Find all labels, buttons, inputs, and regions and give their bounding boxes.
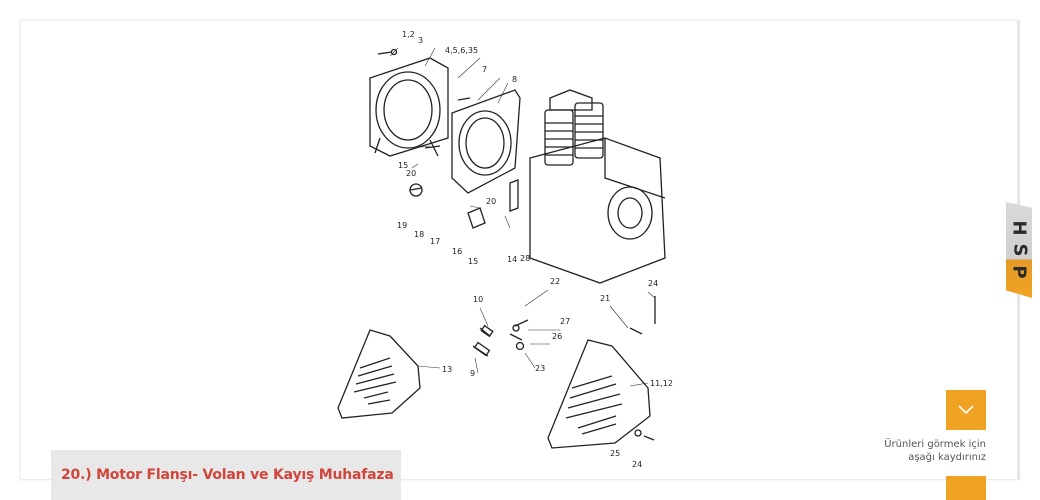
part-label: 24 <box>632 460 642 469</box>
caption-title: 20.) Motor Flanşı- Volan ve Kayış Muhafa… <box>61 467 394 483</box>
part-label: 20 <box>486 197 496 206</box>
bracket-16 <box>467 207 486 229</box>
part-label: 22 <box>550 277 560 286</box>
scroll-down-button[interactable] <box>946 390 986 430</box>
part-label: 26 <box>552 332 562 341</box>
part-label: 23 <box>535 364 545 373</box>
part-label: 21 <box>600 294 610 303</box>
part-label: 25 <box>610 449 620 458</box>
part-label: 16 <box>452 247 462 256</box>
part-label: 18 <box>414 230 424 239</box>
scroll-hint-line: Ürünleri görmek için <box>884 439 986 450</box>
belt-guard-left <box>337 329 421 419</box>
part-label: 11,12 <box>650 379 673 388</box>
diagram-caption: 20.) Motor Flanşı- Volan ve Kayış Muhafa… <box>51 450 401 500</box>
exploded-parts-diagram: 1,2 3 4,5,6,35 7 8 15 20 19 18 17 16 15 … <box>330 28 690 472</box>
engine-block <box>529 89 666 284</box>
part-label: 14 <box>507 255 517 264</box>
bracket-14 <box>509 179 519 212</box>
part-label: 24 <box>648 279 658 288</box>
part-label: 9 <box>470 369 475 378</box>
part-label: 10 <box>473 295 483 304</box>
brand-side-tab[interactable]: H S P <box>1006 202 1032 298</box>
part-label: 8 <box>512 75 517 84</box>
flywheel-housing <box>369 57 449 157</box>
part-label: 15 <box>468 257 478 266</box>
part-label: 4,5,6,35 <box>445 46 478 55</box>
part-label: 15 <box>398 161 408 170</box>
brand-letter: S <box>1009 243 1030 257</box>
scroll-hint: Ürünleri görmek için aşağı kaydırınız <box>860 438 986 464</box>
engine-diagram-svg: 1,2 3 4,5,6,35 7 8 15 20 19 18 17 16 15 … <box>337 30 673 469</box>
chevron-down-icon <box>958 405 974 415</box>
part-label: 3 <box>418 36 423 45</box>
part-label: 20 <box>406 169 416 178</box>
part-label: 7 <box>482 65 487 74</box>
brand-letter: P <box>1008 265 1030 279</box>
brand-letter: H <box>1008 220 1030 236</box>
scroll-secondary-button[interactable] <box>946 476 986 500</box>
scroll-hint-line: aşağı kaydırınız <box>908 452 986 463</box>
part-label: 17 <box>430 237 440 246</box>
part-label: 19 <box>397 221 407 230</box>
part-label: 27 <box>560 317 570 326</box>
part-label: 1,2 <box>402 30 415 39</box>
engine-flange-plate <box>451 89 521 194</box>
part-label: 28 <box>520 254 530 263</box>
belt-guard-right <box>547 339 651 449</box>
part-label: 13 <box>442 365 452 374</box>
